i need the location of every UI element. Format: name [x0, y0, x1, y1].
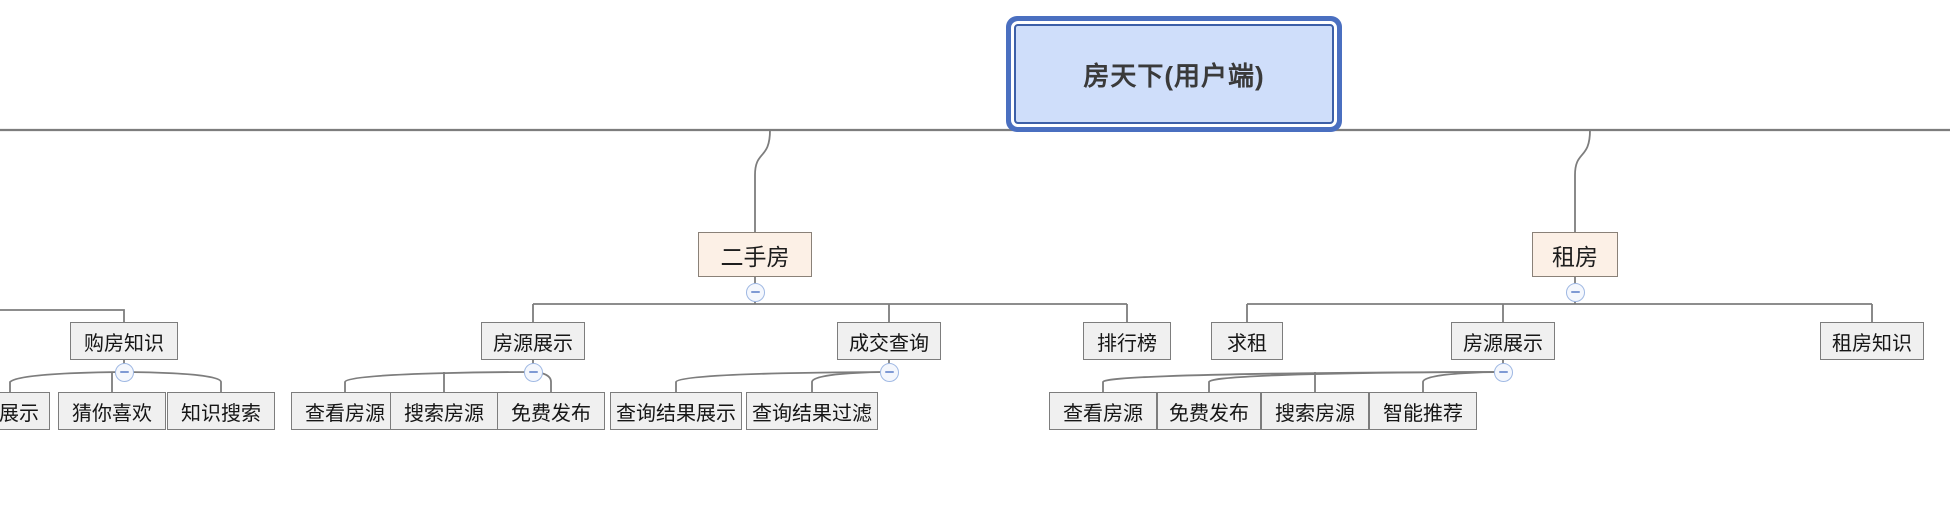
leaf-chakanfangyuan-1-label: 查看房源: [305, 402, 385, 425]
minus-glyph: [528, 371, 538, 373]
leaf-zhanshi[interactable]: 展示: [0, 392, 50, 430]
leaf-cainixihuan-label: 猜你喜欢: [72, 402, 152, 425]
node-fangyuanzhanshi-ershoufang[interactable]: 房源展示: [481, 322, 585, 360]
collapse-icon-zufang[interactable]: [1565, 282, 1585, 302]
minus-glyph: [119, 371, 129, 373]
leaf-zhanshi-label: 展示: [0, 402, 39, 425]
node-fangyuanzhanshi-zufang-label: 房源展示: [1463, 332, 1543, 355]
edge-fangyuan2-leaf4: [1422, 371, 1504, 392]
edge-fangyuan2-leaf1: [1102, 371, 1504, 392]
node-ershoufang[interactable]: 二手房: [698, 232, 812, 277]
node-ershoufang-label: 二手房: [720, 243, 790, 270]
node-goufangzhishi-label: 购房知识: [84, 332, 164, 355]
edge-chengjiao-leaf1: [675, 371, 890, 392]
edge-chengjiao-leaf2: [811, 371, 890, 392]
root-node[interactable]: 房天下(用户端): [1014, 24, 1334, 124]
edge-goufangzhishi-leaf3: [123, 371, 222, 392]
leaf-sousuofangyuan-2-label: 搜索房源: [1275, 402, 1355, 425]
leaf-mianfeifabu-1[interactable]: 免费发布: [497, 392, 605, 430]
leaf-zhinengtuijian-label: 智能推荐: [1383, 402, 1463, 425]
collapse-icon-goufangzhishi[interactable]: [114, 362, 134, 382]
node-qiuzu-label: 求租: [1227, 332, 1267, 355]
collapse-icon-chengjiaochaxun[interactable]: [879, 362, 899, 382]
leaf-chaxunjieguozhanshi[interactable]: 查询结果展示: [610, 392, 742, 430]
node-zufang[interactable]: 租房: [1532, 232, 1618, 277]
edge-fangyuan1-leaf1: [344, 371, 534, 392]
node-chengjiaochaxun[interactable]: 成交查询: [837, 322, 941, 360]
leaf-sousuofangyuan-1[interactable]: 搜索房源: [390, 392, 498, 430]
node-zufang-label: 租房: [1552, 243, 1598, 270]
collapse-icon-fangyuanzhanshi-ershoufang[interactable]: [523, 362, 543, 382]
edge-goufangzhishi-leaf1: [9, 371, 125, 392]
leaf-chaxunjieguoguolv-label: 查询结果过滤: [752, 402, 872, 425]
leaf-cainixihuan[interactable]: 猜你喜欢: [58, 392, 166, 430]
node-zufangzhishi[interactable]: 租房知识: [1820, 322, 1924, 360]
node-fangyuanzhanshi-zufang[interactable]: 房源展示: [1451, 322, 1555, 360]
minus-glyph: [1498, 371, 1508, 373]
leaf-zhishisousuo[interactable]: 知识搜索: [167, 392, 275, 430]
node-qiuzu[interactable]: 求租: [1211, 322, 1283, 360]
leaf-chaxunjieguoguolv[interactable]: 查询结果过滤: [746, 392, 878, 430]
leaf-chakanfangyuan-1[interactable]: 查看房源: [291, 392, 399, 430]
collapse-icon-fangyuanzhanshi-zufang[interactable]: [1493, 362, 1513, 382]
leaf-mianfeifabu-1-label: 免费发布: [511, 402, 591, 425]
leaf-chaxunjieguozhanshi-label: 查询结果展示: [616, 402, 736, 425]
node-chengjiaochaxun-label: 成交查询: [849, 332, 929, 355]
leaf-mianfeifabu-2-label: 免费发布: [1169, 402, 1249, 425]
leaf-sousuofangyuan-2[interactable]: 搜索房源: [1261, 392, 1369, 430]
minus-glyph: [750, 291, 760, 293]
leaf-chakanfangyuan-2-label: 查看房源: [1063, 402, 1143, 425]
edge-fangyuan2-leaf2: [1208, 371, 1504, 392]
leaf-zhishisousuo-label: 知识搜索: [181, 402, 261, 425]
leaf-zhinengtuijian[interactable]: 智能推荐: [1369, 392, 1477, 430]
leaf-mianfeifabu-2[interactable]: 免费发布: [1157, 392, 1261, 430]
leaf-chakanfangyuan-2[interactable]: 查看房源: [1049, 392, 1157, 430]
edge-trunk-zufang: [1574, 129, 1591, 232]
node-paihangbang[interactable]: 排行榜: [1083, 322, 1171, 360]
node-goufangzhishi[interactable]: 购房知识: [70, 322, 178, 360]
node-fangyuanzhanshi-ershoufang-label: 房源展示: [493, 332, 573, 355]
minus-glyph: [884, 371, 894, 373]
leaf-sousuofangyuan-1-label: 搜索房源: [404, 402, 484, 425]
node-paihangbang-label: 排行榜: [1097, 332, 1157, 355]
root-node-label: 房天下(用户端): [1083, 60, 1265, 91]
edge-offscreen-goufangzhishi: [0, 309, 125, 322]
minus-glyph: [1570, 291, 1580, 293]
collapse-icon-ershoufang[interactable]: [745, 282, 765, 302]
node-zufangzhishi-label: 租房知识: [1832, 332, 1912, 355]
edge-trunk-ershoufang: [754, 129, 771, 232]
